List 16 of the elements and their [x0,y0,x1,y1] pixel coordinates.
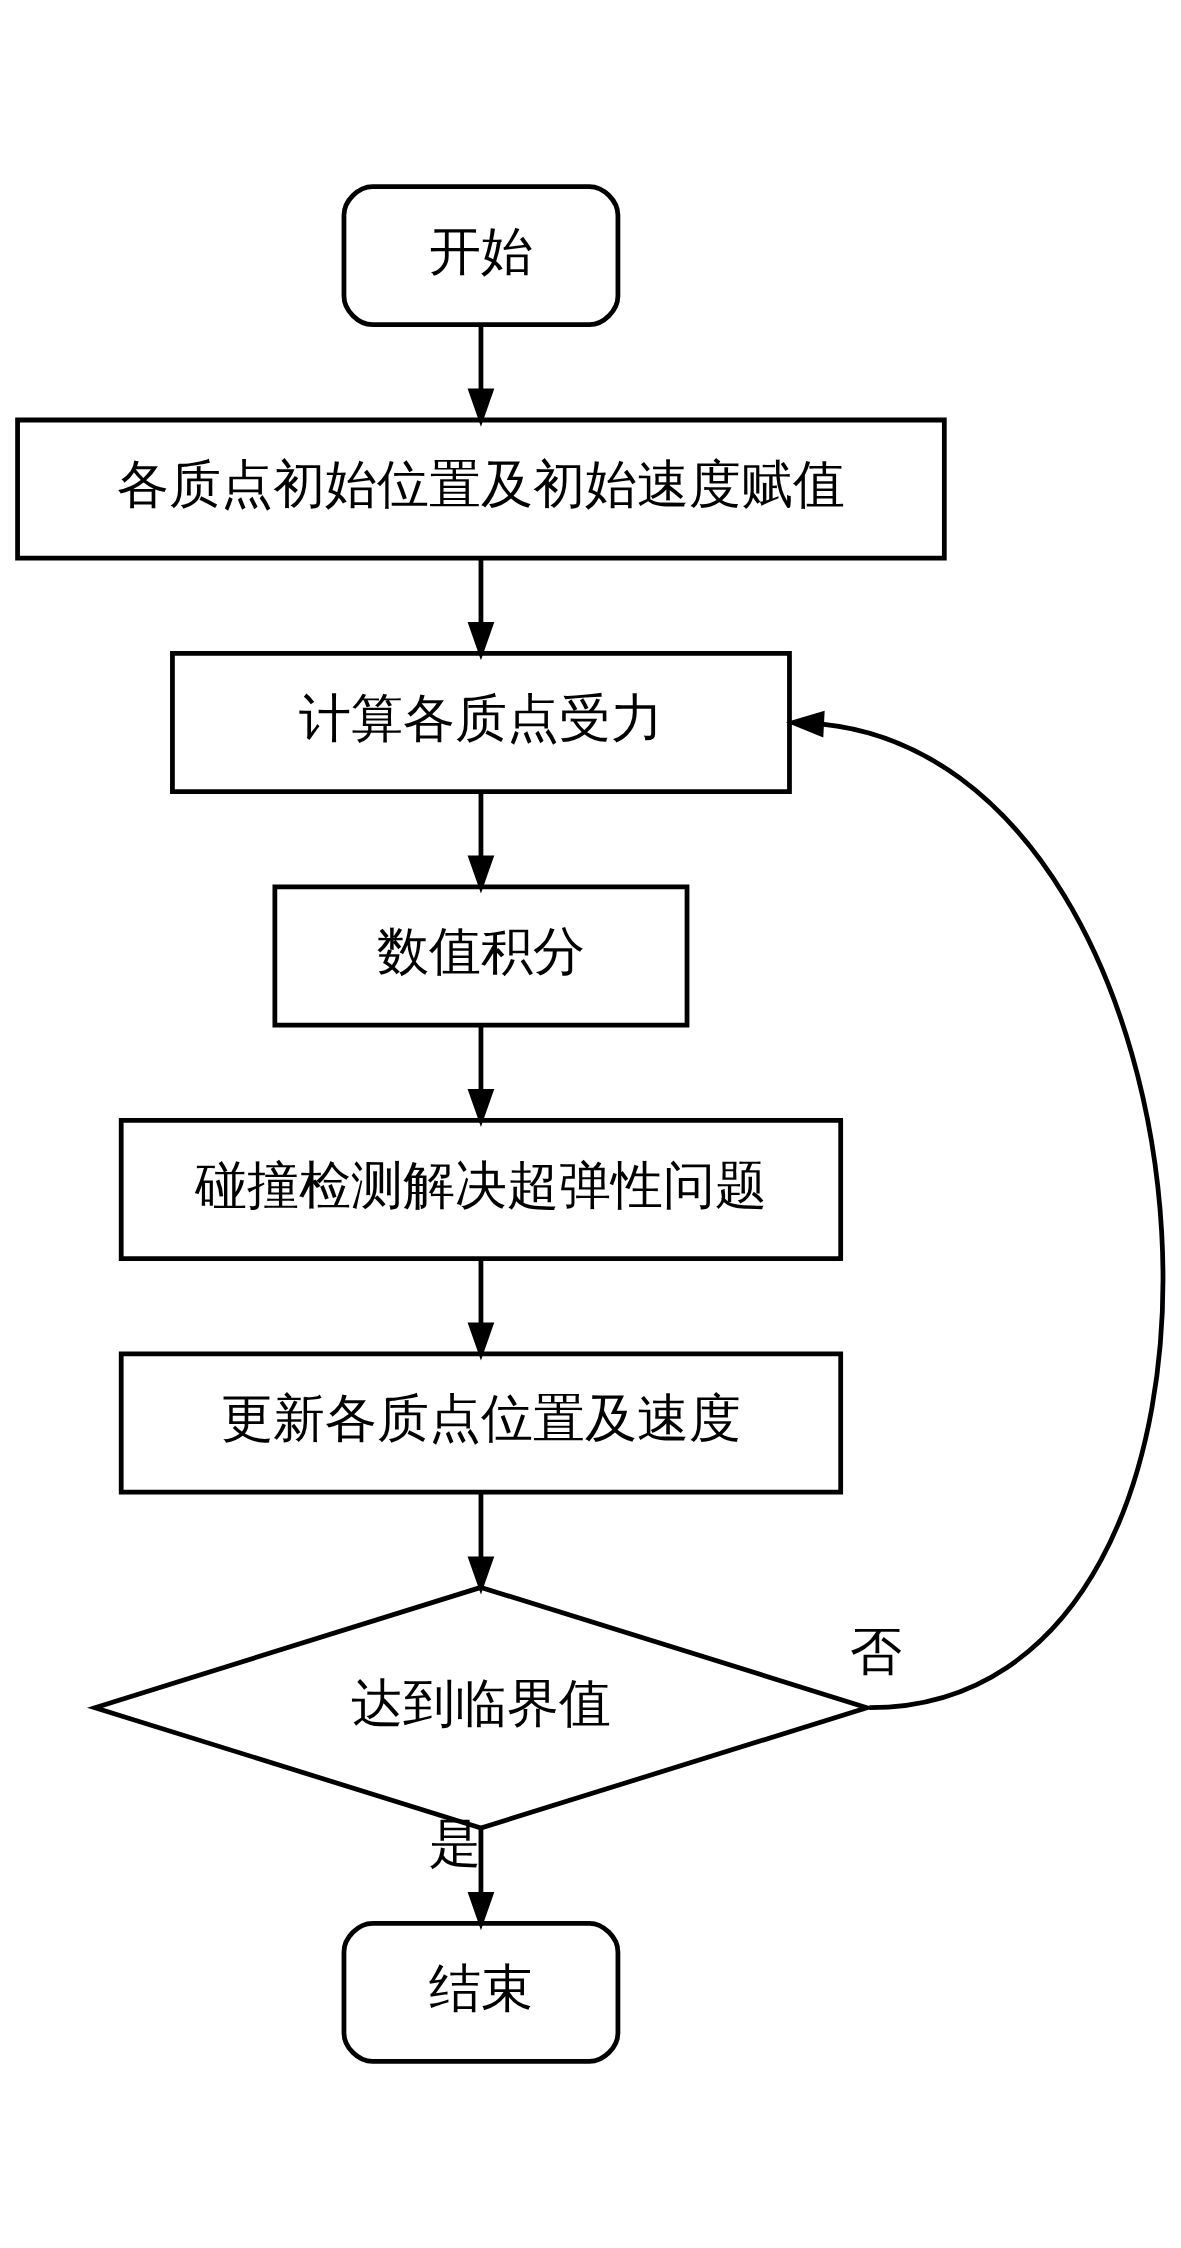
node-box: 结束 [341,1920,621,2064]
node-box: 数值积分 [272,884,690,1028]
node-box: 更新各质点位置及速度 [118,1351,844,1495]
arrow [467,1025,495,1128]
arrow [467,791,495,894]
arrow [467,558,495,661]
arrow [785,710,1164,1711]
edge-label: 否 [849,1622,902,1680]
node-box: 计算各质点受力 [170,651,792,795]
node-box: 碰撞检测解决超弹性问题 [118,1118,844,1261]
node-box: 各质点初始位置及初始速度赋值 [15,417,947,561]
arrow [467,1492,495,1595]
arrow [467,324,495,427]
node-box: 开始 [341,184,621,328]
arrow [467,1258,495,1361]
arrow [467,1828,495,1931]
